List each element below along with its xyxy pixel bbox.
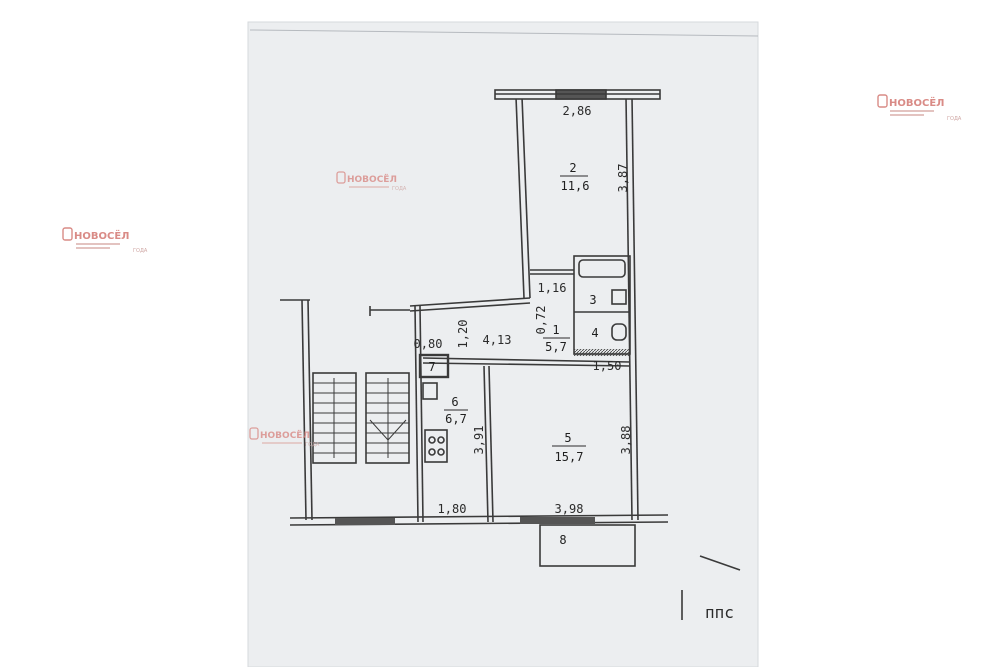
room-8-number: 8 [559, 533, 566, 547]
window-bottom-right [520, 517, 595, 524]
dimension-labels: 2,86 3,87 1,16 0,72 4,13 1,20 0,80 1,50 … [414, 104, 734, 622]
paper-fold-line [249, 29, 759, 37]
dim-corridor-height: 1,20 [456, 320, 470, 349]
room-7-number: 7 [428, 360, 435, 374]
watermark-badge-lower: ГОДА [305, 442, 320, 448]
room-1-area: 5,7 [545, 340, 567, 354]
room-3-number: 3 [589, 293, 596, 307]
watermark-brand-lower: НОВОСЁЛ [260, 430, 310, 441]
floor-plan [280, 89, 741, 620]
stair-flight-left [312, 372, 357, 464]
watermark-brand-right: НОВОСЁЛ [889, 95, 944, 109]
room-2-area: 11,6 [561, 179, 590, 193]
watermark-center: НОВОСЁЛ ГОДА [336, 171, 407, 192]
toilet-icon [611, 323, 627, 341]
watermark-lower: НОВОСЁЛ ГОДА [249, 427, 320, 448]
room-2-number: 2 [569, 161, 576, 175]
watermark-logo-icon [336, 171, 346, 184]
watermark-logo-icon [877, 94, 888, 108]
watermark-badge-left: ГОДА [133, 248, 148, 254]
room-6-number: 6 [451, 395, 458, 409]
watermark-right: НОВОСЁЛ ГОДА [877, 94, 962, 122]
stair-flight-right [365, 372, 410, 464]
room-4-number: 4 [591, 326, 598, 340]
dim-corridor-width: 4,13 [483, 333, 512, 347]
bottom-stamp-text: ппс [705, 603, 734, 622]
dim-wc-width: 1,50 [593, 359, 622, 373]
room-labels: 2 11,6 3 1 5,7 4 7 6 6,7 5 15,7 8 [428, 161, 598, 547]
room-1-number: 1 [552, 323, 559, 337]
room-5-area: 15,7 [555, 450, 584, 464]
dim-room2-height: 3,87 [616, 164, 630, 193]
paper-sheet [248, 22, 758, 667]
dim-bath-width: 1,16 [538, 281, 567, 295]
window-bottom-left [335, 518, 395, 525]
room-6-area: 6,7 [445, 412, 467, 426]
kitchen-sink-icon [422, 382, 438, 400]
bathtub-icon [578, 259, 626, 278]
watermark-left: НОВОСЁЛ ГОДА [62, 227, 148, 254]
dim-kitchen-height: 3,91 [472, 426, 486, 455]
balcony [539, 524, 636, 567]
dim-closet-width: 0,80 [414, 337, 443, 351]
dim-room5-height: 3,88 [619, 426, 633, 455]
watermark-logo-icon [249, 427, 259, 440]
watermark-badge-right: ГОДА [947, 116, 962, 122]
stove-icon [424, 429, 448, 463]
dim-room2-width: 2,86 [563, 104, 592, 118]
sink-icon [611, 289, 627, 305]
watermark-logo-icon [62, 227, 73, 241]
watermark-brand-center: НОВОСЁЛ [347, 174, 397, 185]
watermark-badge-center: ГОДА [392, 186, 407, 192]
dim-bath-height: 0,72 [534, 306, 548, 335]
room-5-number: 5 [564, 431, 571, 445]
dim-room5-width: 3,98 [555, 502, 584, 516]
dim-kitchen-width: 1,80 [438, 502, 467, 516]
watermark-brand-left: НОВОСЁЛ [74, 228, 129, 242]
